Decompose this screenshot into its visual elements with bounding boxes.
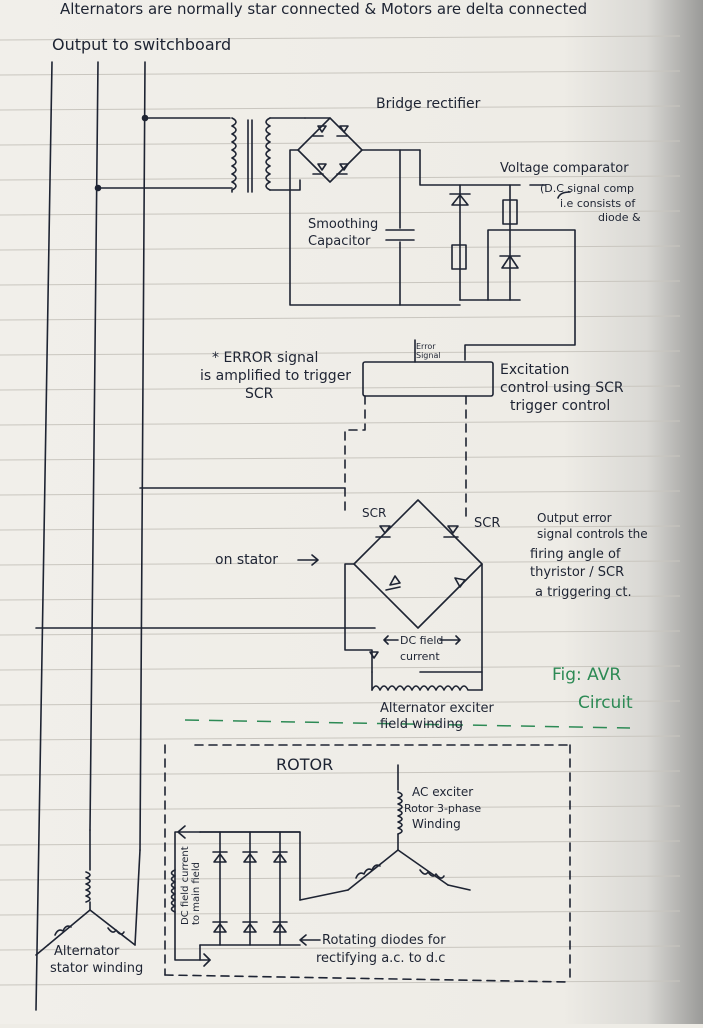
output-error-label-3: firing angle of — [530, 547, 621, 562]
excitation-control — [344, 339, 494, 521]
dc-field-arrows — [383, 635, 461, 645]
rotor-label: ROTOR — [276, 755, 333, 774]
transformer — [231, 117, 306, 193]
rotating-diodes-label-2: rectifying a.c. to d.c — [316, 951, 445, 966]
output-error-label-5: a triggering ct. — [535, 585, 632, 600]
stator-winding-label-1: Alternator — [54, 944, 120, 959]
ac-exciter-label-2: Rotor 3-phase — [404, 802, 481, 815]
error-note-2: is amplified to trigger — [200, 368, 351, 384]
rotating-diode-bridge — [174, 825, 301, 967]
dc-field-label-2: current — [400, 650, 440, 663]
top-note: Alternators are normally star connected … — [60, 0, 587, 18]
rotating-diodes-arrow — [299, 934, 321, 946]
stator-winding-label-2: stator winding — [50, 961, 143, 976]
bridge-rectifier-label: Bridge rectifier — [376, 96, 481, 112]
dc-field-label-1: DC field — [400, 634, 443, 647]
rotating-diodes-label-1: Rotating diodes for — [322, 933, 446, 948]
scr-left-label: SCR — [362, 506, 386, 520]
dc-signal-label-1: (D.C signal comp — [540, 182, 634, 195]
on-stator-label: on stator — [215, 552, 278, 568]
error-small-label-2: Signal — [416, 351, 441, 360]
ac-exciter-label-1: AC exciter — [412, 785, 473, 799]
bridge-rectifier — [289, 117, 461, 306]
output-error-label-2: signal controls the — [537, 527, 648, 541]
smoothing-capacitor — [385, 149, 415, 306]
rotor-separator-line — [184, 719, 631, 729]
alternator-stator-winding — [35, 829, 141, 956]
output-bus — [35, 61, 376, 1011]
figure-caption-2: Circuit — [578, 693, 633, 713]
output-label: Output to switchboard — [52, 35, 231, 54]
voltage-comparator-label: Voltage comparator — [500, 161, 629, 176]
error-note-3: SCR — [245, 386, 274, 402]
error-small-label-1: Error — [416, 342, 436, 351]
output-error-label-4: thyristor / SCR — [530, 565, 624, 580]
ruled-lines — [0, 35, 681, 986]
exciter-field-label-2: field winding — [380, 717, 463, 732]
excitation-label-2: control using SCR — [500, 380, 624, 396]
excitation-label-3: trigger control — [510, 398, 610, 414]
exciter-field-winding — [371, 671, 483, 691]
rotor-boundary — [164, 744, 571, 983]
dc-main-field-label-1: DC field current — [180, 846, 191, 925]
error-note-1: * ERROR signal — [212, 350, 318, 366]
voltage-comparator — [419, 149, 576, 361]
excitation-label-1: Excitation — [500, 362, 569, 378]
dc-signal-label-2: i.e consists of — [560, 197, 636, 210]
smoothing-label-2: Capacitor — [308, 234, 371, 249]
scr-right-label: SCR — [474, 516, 500, 531]
on-stator-arrow — [297, 554, 319, 566]
smoothing-label-1: Smoothing — [308, 217, 378, 232]
main-field-coil — [170, 869, 176, 913]
exciter-field-label-1: Alternator exciter — [380, 701, 495, 716]
output-error-label-1: Output error — [537, 511, 612, 525]
ac-exciter-label-3: Winding — [412, 817, 461, 831]
dc-main-field-label-2: to main field — [191, 862, 202, 925]
dc-signal-label-3: diode & — [598, 211, 641, 224]
figure-caption-1: Fig: AVR — [552, 665, 621, 685]
